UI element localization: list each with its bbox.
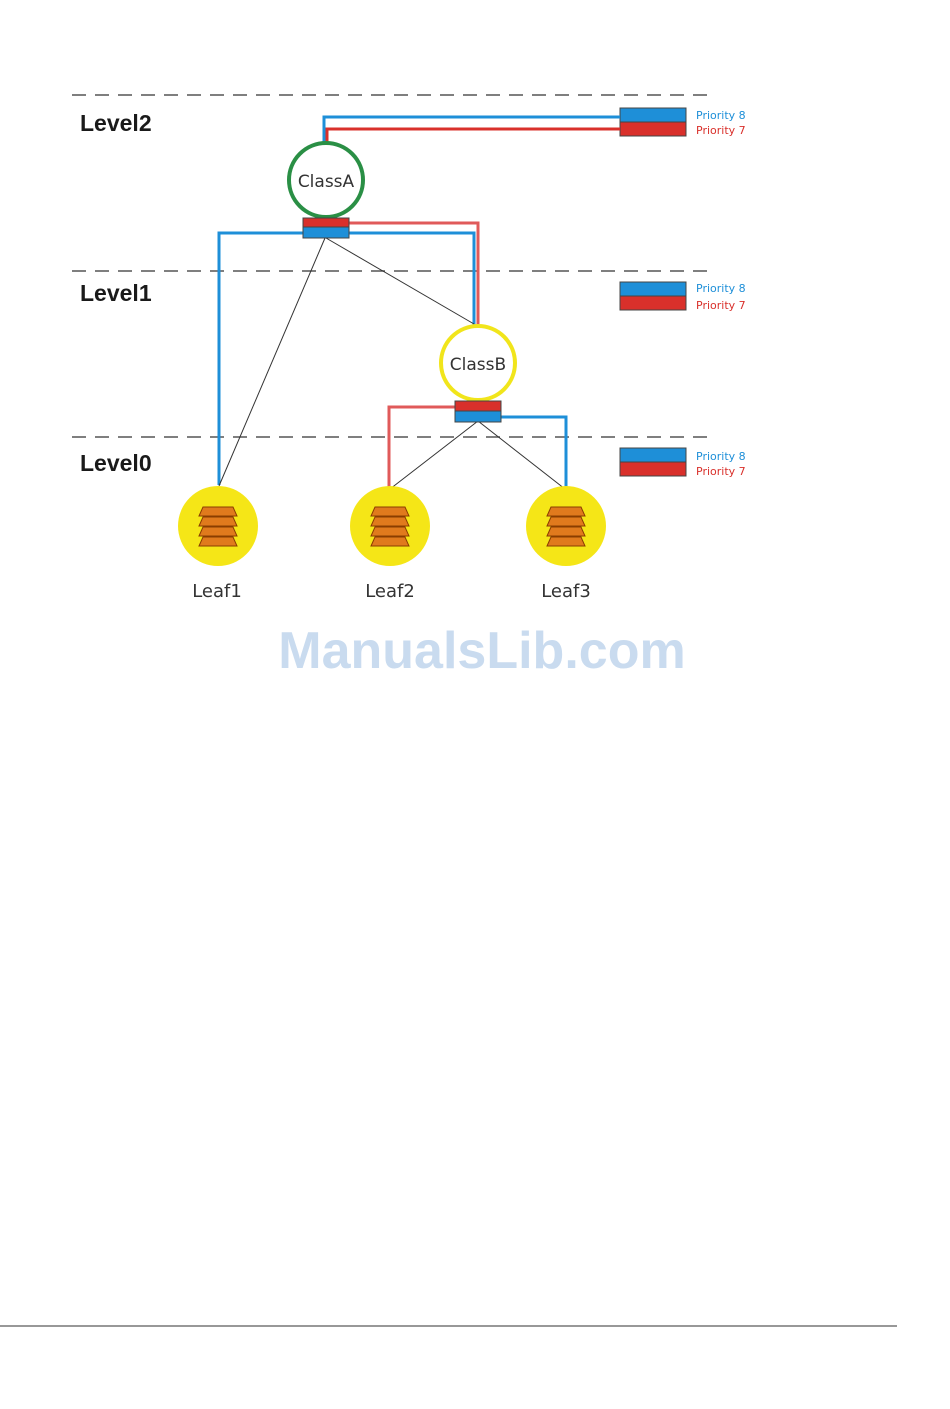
leaf1-node [178, 486, 258, 566]
priority-high-label: Priority 8 [696, 109, 746, 122]
queue-icon [371, 507, 409, 546]
priority-legend-level1: Priority 8 Priority 7 [620, 282, 746, 312]
classa-leaf1-link [219, 238, 325, 486]
leaf2-label: Leaf2 [365, 581, 415, 602]
priority-high-label: Priority 8 [696, 450, 746, 463]
level1-label: Level1 [80, 280, 152, 306]
classa-label: ClassA [298, 172, 355, 192]
leaf3-label: Leaf3 [541, 581, 591, 602]
priority-legend-level2: Priority 8 Priority 7 [620, 108, 746, 137]
classa-to-classb-priority7 [348, 223, 478, 327]
priority-low-label: Priority 7 [696, 299, 746, 312]
classb-leaf2-link [390, 421, 478, 489]
classa-priority7-path [327, 129, 620, 145]
leaf3-node [526, 486, 606, 566]
level2-label: Level2 [80, 110, 152, 136]
watermark: ManualsLib.com [278, 622, 685, 680]
classb-to-leaf3-priority8 [500, 417, 566, 489]
leaf1-label: Leaf1 [192, 581, 242, 602]
queue-icon [547, 507, 585, 546]
level0-label: Level0 [80, 450, 152, 476]
classa-classb-link [326, 238, 474, 324]
priority-low-label: Priority 7 [696, 124, 746, 137]
classb-priority-bar [455, 401, 501, 422]
priority-high-label: Priority 8 [696, 282, 746, 295]
leaf2-node [350, 486, 430, 566]
classb-to-leaf2-priority7 [389, 407, 455, 489]
classa-priority-bar [303, 218, 349, 238]
classb-label: ClassB [450, 355, 506, 375]
classb-leaf3-link [478, 421, 565, 489]
priority-low-label: Priority 7 [696, 465, 746, 478]
queue-icon [199, 507, 237, 546]
priority-legend-level0: Priority 8 Priority 7 [620, 448, 746, 478]
